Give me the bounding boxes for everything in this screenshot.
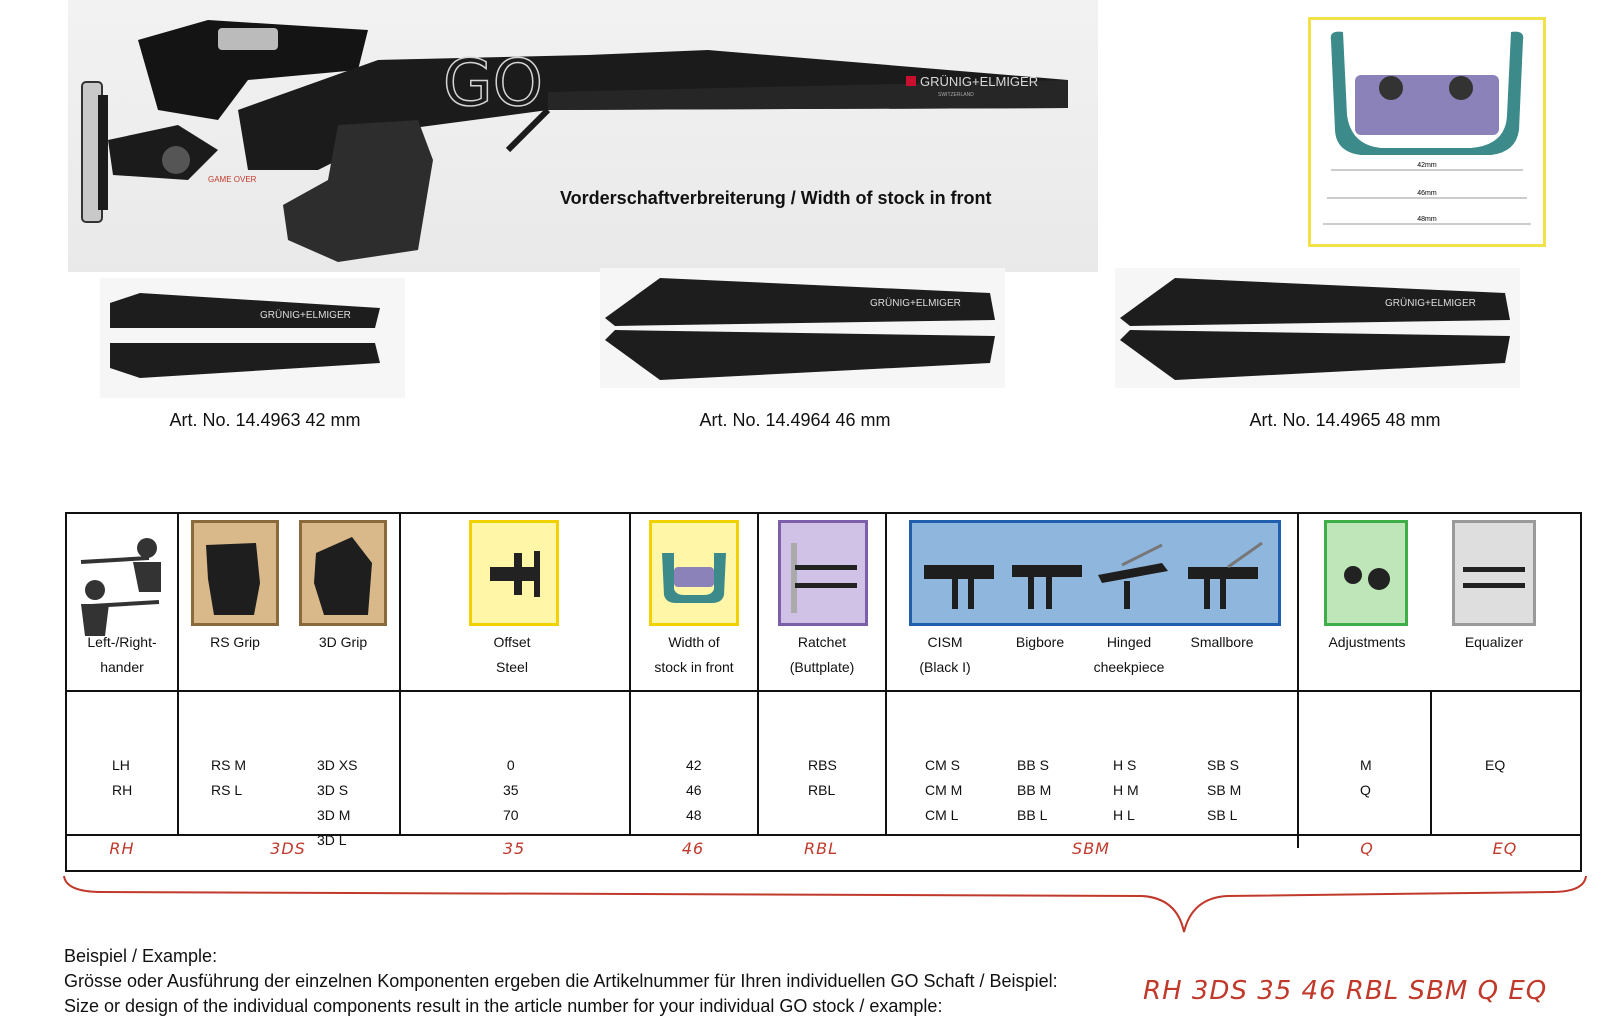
- section-title: Vorderschaftverbreiterung / Width of sto…: [560, 188, 992, 208]
- shooter-icon: [77, 532, 165, 640]
- dimension-42-label: 42mm: [1417, 162, 1437, 169]
- part-brand-label: GRÜNIG+ELMIGER: [1385, 297, 1476, 309]
- part-image-48mm: GRÜNIG+ELMIGER: [1115, 268, 1520, 388]
- adjustments-icon: [1324, 520, 1408, 626]
- part-brand-label: GRÜNIG+ELMIGER: [260, 309, 351, 321]
- label-bigbore: Bigbore: [1015, 634, 1065, 650]
- curly-brace: [63, 875, 1587, 933]
- ratchet-icon: [778, 520, 868, 626]
- cism-cheekpiece-icon: [924, 565, 994, 609]
- 3d-grip-icon: [299, 520, 387, 626]
- example-width: 46: [681, 839, 705, 858]
- label-rs-grip: RS Grip: [210, 634, 260, 650]
- hinged-cheekpiece-icon: [1098, 543, 1168, 609]
- label-smallbore: Smallbore: [1190, 634, 1254, 650]
- table-row-divider: [67, 834, 1582, 836]
- equalizer-icon: [1452, 520, 1536, 626]
- dimension-48-label: 48mm: [1417, 216, 1437, 223]
- offset-steel-icon: [469, 520, 559, 626]
- table-divider: [629, 514, 631, 834]
- table-divider: [757, 514, 759, 834]
- label-cism: CISM(Black I): [919, 634, 971, 675]
- hero-subbrand-label: SWITZERLAND: [938, 92, 974, 98]
- label-ratchet: Ratchet(Buttplate): [789, 634, 855, 675]
- part-label-48mm: Art. No. 14.4965 48 mm: [1249, 410, 1441, 430]
- configuration-table: Left-/Right-hander RS Grip 3D Grip Offse…: [65, 512, 1582, 872]
- table-divider: [1297, 514, 1299, 848]
- table-divider: [885, 514, 887, 834]
- example-grip: 3DS: [270, 839, 306, 858]
- table-row-divider: [67, 690, 1582, 692]
- smallbore-cheekpiece-icon: [1188, 541, 1263, 609]
- example-line-de: Grösse oder Ausführung der einzelnen Kom…: [64, 971, 1058, 991]
- dimension-46-label: 46mm: [1417, 190, 1437, 197]
- hero-brand-label: GRÜNIG+ELMIGER: [920, 74, 1038, 89]
- rifle-stock-illustration: GO GRÜNIG+ELMIGER SWITZERLAND GAME OVER: [81, 20, 1068, 262]
- example-text: Beispiel / Example: Grösse oder Ausführu…: [64, 944, 1058, 1019]
- part-label-46mm: Art. No. 14.4964 46 mm: [699, 410, 891, 430]
- table-divider: [177, 514, 179, 834]
- example-cheekpiece: SBM: [1072, 839, 1110, 858]
- stock-width-diagram: 42mm 46mm 48mm: [1308, 17, 1546, 247]
- example-handedness: RH: [109, 839, 135, 858]
- stock-hero-image: GO GRÜNIG+ELMIGER SWITZERLAND GAME OVER: [68, 0, 1098, 272]
- part-brand-label: GRÜNIG+ELMIGER: [870, 297, 961, 309]
- game-over-badge: GAME OVER: [208, 175, 257, 184]
- part-label-42mm: Art. No. 14.4963 42 mm: [169, 410, 361, 430]
- width-icon: [649, 520, 739, 626]
- example-offset: 35: [502, 839, 526, 858]
- cheekpiece-panel: [909, 520, 1281, 626]
- label-equalizer: Equalizer: [1464, 634, 1524, 650]
- part-image-42mm: GRÜNIG+ELMIGER: [100, 278, 405, 398]
- table-divider: [399, 514, 401, 834]
- example-heading: Beispiel / Example:: [64, 946, 218, 966]
- example-equalizer: EQ: [1492, 839, 1518, 858]
- example-adjustments: Q: [1360, 839, 1374, 858]
- label-adjustments: Adjustments: [1328, 634, 1406, 650]
- example-ratchet: RBL: [803, 839, 838, 858]
- rs-grip-icon: [191, 520, 279, 626]
- codes-equalizer: EQ: [1485, 757, 1506, 773]
- go-watermark: GO: [443, 47, 543, 121]
- label-handedness: Left-/Right-hander: [87, 634, 157, 675]
- example-line-en: Size or design of the individual compone…: [64, 996, 943, 1016]
- example-article-number: RH 3DS 35 46 RBL SBM Q EQ: [1143, 976, 1548, 1006]
- bigbore-cheekpiece-icon: [1012, 565, 1082, 609]
- table-divider: [1430, 690, 1432, 834]
- label-3d-grip: 3D Grip: [318, 634, 368, 650]
- part-image-46mm: GRÜNIG+ELMIGER: [600, 268, 1005, 388]
